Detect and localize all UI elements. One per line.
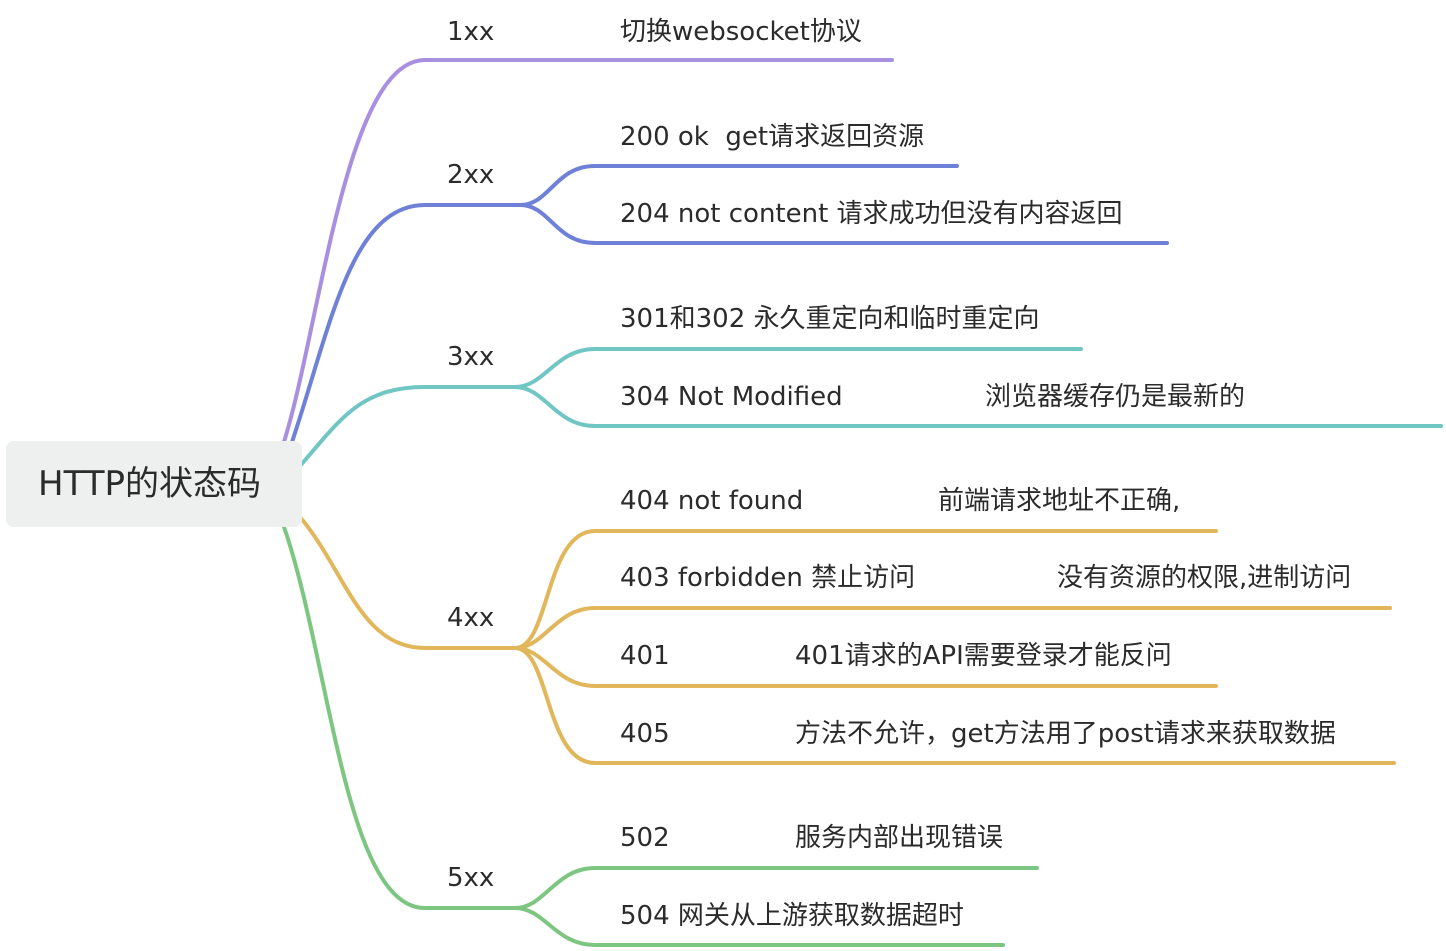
child-topic-code: 304 Not Modified: [620, 382, 843, 412]
child-topic-description: 没有资源的权限,进制访问: [1057, 563, 1352, 593]
root-topic[interactable]: HTTP的状态码: [6, 441, 302, 527]
branch-connector-2xx: [289, 203, 522, 447]
child-topic-403[interactable]: 403 forbidden 禁止访问 没有资源的权限,进制访问: [620, 563, 1390, 593]
branch-topic-1xx[interactable]: 1xx: [447, 17, 495, 47]
child-topic-description: 401请求的API需要登录才能反问: [795, 641, 1172, 671]
child-topic-code: 404 not found: [620, 486, 804, 516]
child-topic-description: 方法不允许，get方法用了post请求来获取数据: [795, 719, 1336, 749]
branch-topic-3xx[interactable]: 3xx: [447, 342, 495, 372]
child-topic-description: 浏览器缓存仍是最新的: [985, 382, 1246, 412]
branch-topic-4xx[interactable]: 4xx: [447, 603, 495, 633]
child-connector-5xx-502: [513, 866, 1039, 910]
child-topic-200[interactable]: 200 ok get请求返回资源: [620, 122, 925, 152]
branch-topic-2xx[interactable]: 2xx: [447, 160, 495, 190]
child-connector-2xx-204: [518, 203, 1169, 245]
child-topic-504[interactable]: 504 网关从上游获取数据超时: [620, 901, 964, 931]
branch-connector-3xx: [298, 385, 517, 468]
child-topic-401[interactable]: 401 401请求的API需要登录才能反问: [620, 641, 1220, 671]
child-topic-websocket[interactable]: 切换websocket协议: [620, 17, 862, 47]
child-connector-2xx-200: [518, 164, 959, 207]
child-topic-code: 403 forbidden 禁止访问: [620, 563, 916, 593]
child-topic-304[interactable]: 304 Not Modified 浏览器缓存仍是最新的: [620, 382, 1280, 412]
branch-connector-1xx: [281, 58, 894, 447]
child-topic-502[interactable]: 502 服务内部出现错误: [620, 823, 1040, 853]
branch-connector-4xx: [298, 515, 517, 650]
child-topic-301-302[interactable]: 301和302 永久重定向和临时重定向: [620, 304, 1040, 334]
branch-topic-5xx[interactable]: 5xx: [447, 863, 495, 893]
child-topic-405[interactable]: 405 方法不允许，get方法用了post请求来获取数据: [620, 719, 1400, 749]
child-connector-3xx-304: [513, 385, 1443, 428]
child-topic-code: 502: [620, 823, 670, 853]
child-topic-description: 服务内部出现错误: [795, 823, 1004, 853]
child-connector-4xx-403: [513, 606, 1392, 650]
child-connector-5xx-504: [513, 906, 1005, 947]
child-topic-description: 前端请求地址不正确,: [938, 486, 1181, 516]
child-topic-code: 401: [620, 641, 670, 671]
branch-connector-5xx: [282, 525, 517, 910]
child-connector-4xx-405: [513, 646, 1396, 765]
child-topic-404[interactable]: 404 not found 前端请求地址不正确,: [620, 486, 1220, 516]
child-connector-4xx-404: [513, 529, 1218, 650]
child-connector-3xx-301: [513, 347, 1083, 389]
child-topic-code: 405: [620, 719, 670, 749]
child-topic-204[interactable]: 204 not content 请求成功但没有内容返回: [620, 199, 1123, 229]
